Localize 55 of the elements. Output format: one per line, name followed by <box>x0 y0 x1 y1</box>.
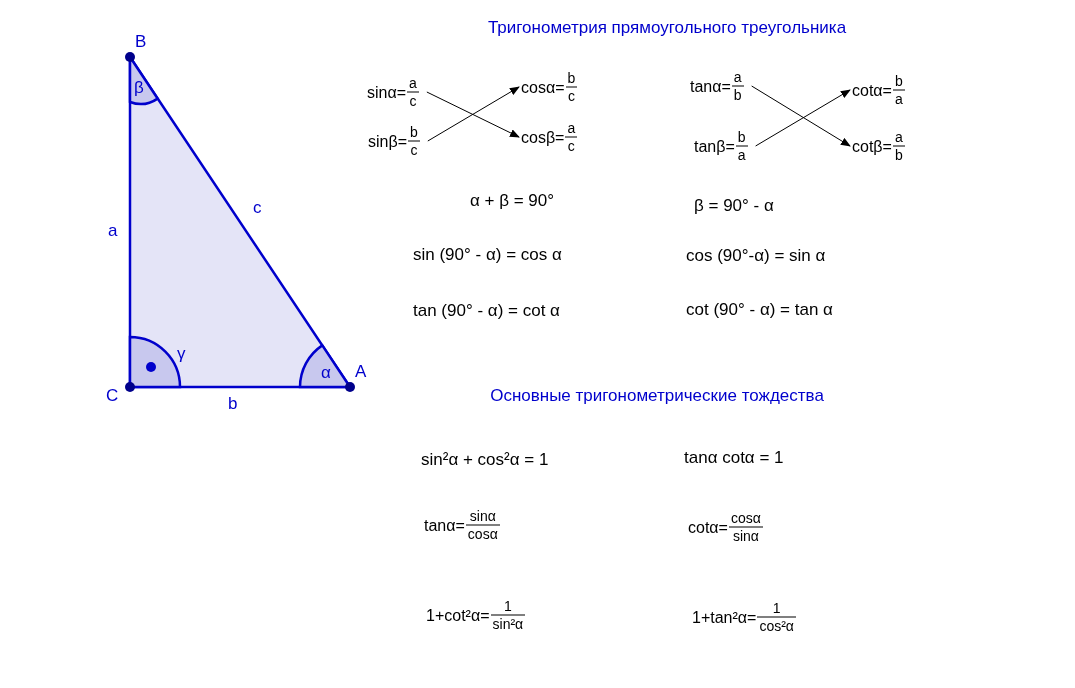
numerator: sinα <box>468 507 497 525</box>
formula-text: tanα= <box>424 515 465 535</box>
vertex-label: c <box>253 198 262 216</box>
vertex-label: α <box>321 363 331 381</box>
formula-text: cosα= <box>521 77 565 97</box>
denominator: b <box>893 146 904 164</box>
numerator: 1 <box>502 597 513 615</box>
formula-text: tanα cotα = 1 <box>684 448 784 466</box>
denominator: c <box>566 87 576 105</box>
formula-text: 1+tan²α= <box>692 607 757 627</box>
formula-text: tanβ= <box>694 136 735 157</box>
vertex-label: b <box>228 394 238 412</box>
vertex-label: a <box>108 221 118 239</box>
denominator: c <box>409 141 419 159</box>
formula-text: tan (90° - α) = cot α <box>413 301 560 319</box>
formula-text: sinβ= <box>368 131 407 152</box>
denominator: cos²α <box>758 617 795 635</box>
formula-text: β = 90° - α <box>694 196 774 214</box>
denominator: a <box>736 146 747 164</box>
vertex-label: B <box>135 32 147 50</box>
numerator: a <box>408 74 418 92</box>
numerator: b <box>566 69 577 87</box>
denominator: b <box>732 86 743 104</box>
numerator: a <box>893 128 904 146</box>
denominator: sinα <box>731 527 760 545</box>
formula-text: sin²α + cos²α = 1 <box>421 450 549 468</box>
vertex-label: γ <box>177 344 186 362</box>
numerator: a <box>732 68 743 86</box>
numerator: a <box>566 119 577 137</box>
numerator: b <box>409 123 419 141</box>
vertex-label: A <box>355 362 367 380</box>
section-heading: Основные тригонометрические тождества <box>490 386 824 404</box>
formula-text: sinα= <box>367 82 407 102</box>
title: Тригонометрия прямоугольного треугольника <box>487 17 847 40</box>
numerator: b <box>736 128 747 146</box>
numerator: cosα <box>729 509 762 527</box>
formula-text: cot (90° - α) = tan α <box>686 300 833 318</box>
numerator: 1 <box>771 599 782 617</box>
numerator: b <box>893 72 904 90</box>
formula-text: cos (90°-α) = sin α <box>686 246 826 264</box>
denominator: c <box>408 92 418 110</box>
formula-text: cotα= <box>852 80 892 100</box>
denominator: a <box>893 90 904 108</box>
denominator: sin²α <box>491 615 525 633</box>
formula-text: cotα= <box>688 517 728 537</box>
formula-text: cotβ= <box>852 136 892 157</box>
denominator: c <box>566 137 576 155</box>
formula-text: α + β = 90° <box>470 191 555 209</box>
formula-text: 1+cot²α= <box>426 605 490 625</box>
vertex-label: β <box>134 78 144 96</box>
denominator: cosα <box>466 525 499 543</box>
vertex-label: C <box>106 386 119 404</box>
formula-text: sin (90° - α) = cos α <box>413 245 562 263</box>
formula-text: tanα= <box>690 76 731 96</box>
formula-text: cosβ= <box>521 127 565 148</box>
